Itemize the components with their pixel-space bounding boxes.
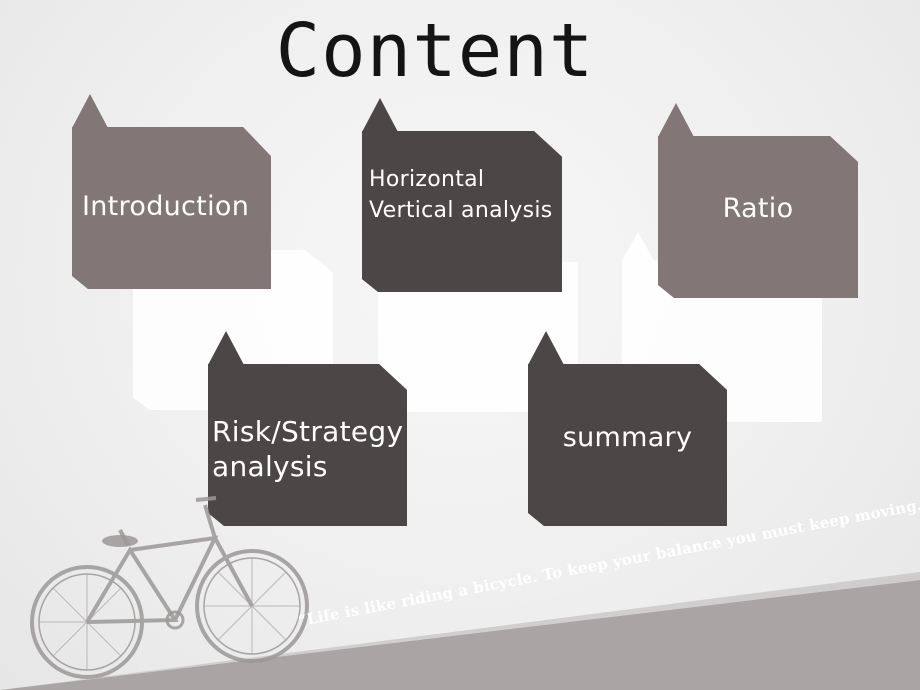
- card-summary[interactable]: summary: [528, 364, 727, 526]
- card-summary-label: summary: [562, 422, 693, 453]
- card-analysis-label: analysis: [212, 450, 328, 483]
- slide-title: Content: [275, 8, 595, 94]
- card-introduction[interactable]: Introduction: [72, 127, 271, 289]
- card-horizontal-vertical-tab: [362, 98, 398, 132]
- card-risk-strategy-analysis[interactable]: Risk/Strategy analysis: [208, 364, 407, 526]
- card-ratio-label: Ratio: [722, 193, 794, 224]
- card-summary-tab: [528, 331, 564, 365]
- card-ratio[interactable]: Ratio: [658, 136, 858, 298]
- card-vertical-analysis-label: Vertical analysis: [369, 197, 553, 223]
- card-horizontal-label: Horizontal: [369, 166, 485, 192]
- card-ratio-tab: [658, 103, 694, 137]
- card-horizontal-vertical-analysis[interactable]: Horizontal Vertical analysis: [362, 131, 562, 292]
- card-risk-strategy-tab: [208, 331, 244, 365]
- card-risk-strategy-label: Risk/Strategy: [212, 415, 404, 448]
- card-introduction-tab: [72, 94, 108, 128]
- card-introduction-label: Introduction: [82, 191, 250, 222]
